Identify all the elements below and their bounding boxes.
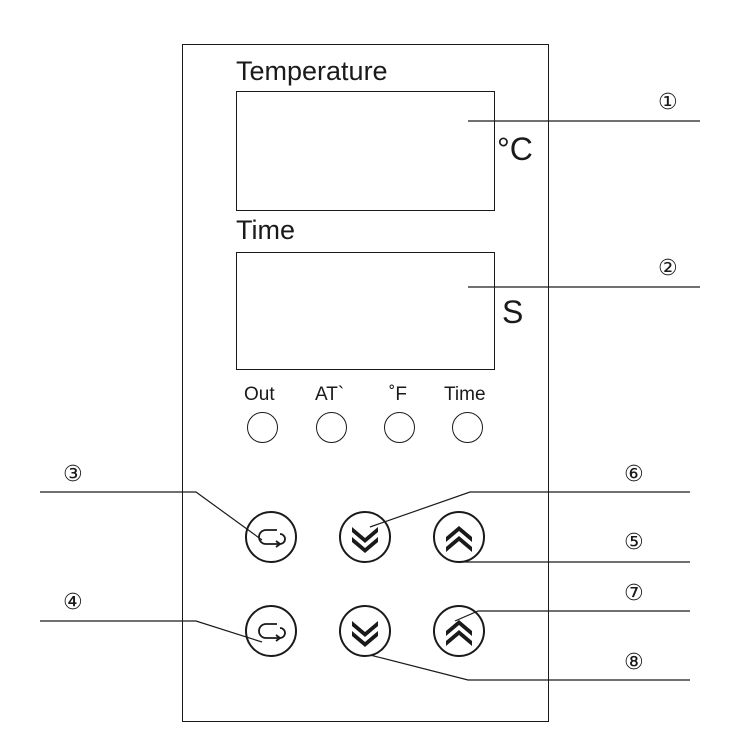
cycle-icon	[258, 623, 286, 642]
indicator-light-out	[247, 412, 278, 443]
cycle-icon	[258, 529, 286, 548]
callout-5: ⑤	[624, 530, 644, 555]
down-button-bottom[interactable]	[339, 605, 391, 657]
temperature-title: Temperature	[236, 56, 388, 86]
time-title: Time	[236, 215, 295, 245]
indicator-label-at: AT`	[315, 384, 345, 405]
chevron-double-up-icon	[446, 620, 472, 646]
indicator-label-f: ˚F	[389, 384, 407, 405]
cycle-button-top[interactable]	[245, 511, 297, 563]
controller-panel	[182, 44, 549, 722]
indicator-label-time: Time	[444, 384, 486, 405]
callout-1: ①	[658, 90, 678, 115]
callout-4: ④	[63, 590, 83, 615]
chevron-double-down-icon	[352, 527, 378, 553]
callout-3: ③	[63, 462, 83, 487]
callout-8: ⑧	[624, 650, 644, 675]
indicator-light-at	[316, 412, 347, 443]
temperature-display	[236, 91, 495, 211]
cycle-button-bottom[interactable]	[245, 605, 297, 657]
chevron-double-up-icon	[446, 526, 472, 552]
temperature-unit: °C	[497, 131, 533, 167]
callout-2: ②	[658, 256, 678, 281]
time-unit: S	[502, 294, 524, 330]
up-button-bottom[interactable]	[433, 605, 485, 657]
indicator-light-f	[384, 412, 415, 443]
time-display	[236, 252, 495, 370]
callout-6: ⑥	[624, 462, 644, 487]
callout-7: ⑦	[624, 581, 644, 606]
indicator-light-time	[452, 412, 483, 443]
up-button-top[interactable]	[433, 511, 485, 563]
indicator-label-out: Out	[244, 384, 275, 405]
down-button-top[interactable]	[339, 511, 391, 563]
chevron-double-down-icon	[352, 621, 378, 647]
